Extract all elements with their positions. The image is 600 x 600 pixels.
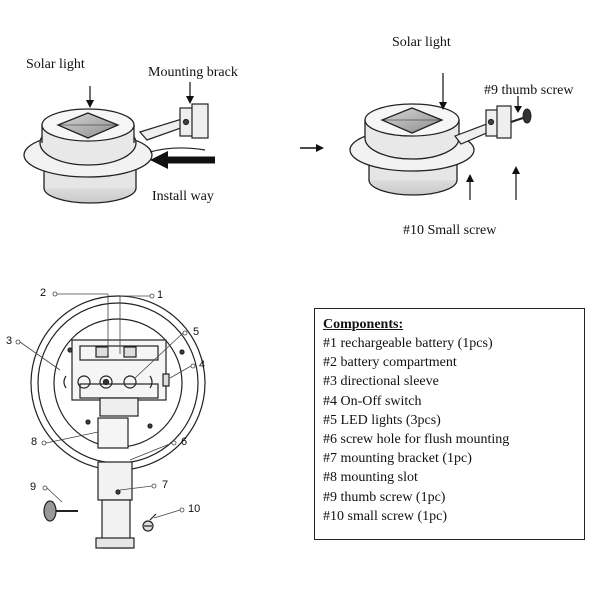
solar-light-label-left: Solar light <box>26 57 85 72</box>
component-item: #3 directional sleeve <box>323 374 439 390</box>
exploded-view-illustration <box>30 295 206 549</box>
thumb-screw-label: #9 thumb screw <box>484 83 574 98</box>
callout-4: 4 <box>199 359 206 371</box>
solar-light-right-illustration <box>349 103 475 196</box>
install-sequence-arrow <box>300 144 324 152</box>
component-item: #9 thumb screw (1pc) <box>323 489 446 505</box>
callout-10: 10 <box>188 503 201 515</box>
component-item: #2 battery compartment <box>323 355 457 371</box>
component-item: #8 mounting slot <box>323 470 418 486</box>
pointer-arrows-right <box>439 73 522 200</box>
callout-8: 8 <box>31 436 38 448</box>
install-way-label: Install way <box>152 189 214 204</box>
thumb-screw-right-icon <box>510 108 532 124</box>
solar-light-left-illustration <box>23 108 153 204</box>
callout-9: 9 <box>30 481 37 493</box>
components-title: Components: <box>323 317 404 332</box>
pointer-arrows-left <box>86 82 215 169</box>
callout-5: 5 <box>193 326 200 338</box>
mounting-bracket-label: Mounting brack <box>148 65 238 80</box>
callout-7: 7 <box>162 479 169 491</box>
components-box: Components: #1 rechargeable battery (1pc… <box>314 308 585 540</box>
component-item: #4 On-Off switch <box>323 393 422 409</box>
solar-light-label-right: Solar light <box>392 35 451 50</box>
component-item: #5 LED lights (3pcs) <box>323 412 441 428</box>
component-item: #7 mounting bracket (1pc) <box>323 451 472 467</box>
mounting-bracket-right-illustration <box>454 105 512 145</box>
callout-6: 6 <box>181 436 188 448</box>
mounting-bracket-left-illustration <box>138 103 209 153</box>
component-item: #10 small screw (1pc) <box>323 508 448 524</box>
small-screw-label: #10 Small screw <box>403 223 497 238</box>
component-item: #1 rechargeable battery (1pcs) <box>323 336 493 351</box>
callout-2: 2 <box>40 287 47 299</box>
component-item: #6 screw hole for flush mounting <box>323 432 510 448</box>
components-list: #1 rechargeable battery (1pcs) #2 batter… <box>323 334 576 526</box>
callout-1: 1 <box>157 289 164 301</box>
callout-leaders <box>15 291 196 519</box>
callout-3: 3 <box>6 335 13 347</box>
